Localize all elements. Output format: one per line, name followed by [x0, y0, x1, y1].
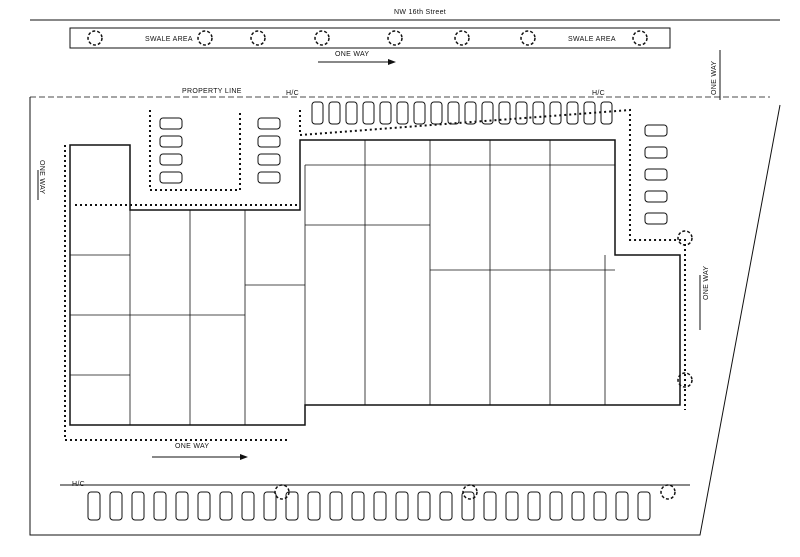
parking-car [464, 101, 477, 125]
parking-car [532, 101, 545, 125]
parking-car [395, 491, 409, 521]
parking-car [153, 491, 167, 521]
parking-car [413, 101, 426, 125]
one-way-left-label: ONE WAY [38, 160, 45, 194]
top-parking-row [159, 101, 668, 225]
parking-car [159, 153, 183, 166]
parking-car [109, 491, 123, 521]
parking-car [637, 491, 651, 521]
parking-car [159, 135, 183, 148]
parking-car [396, 101, 409, 125]
one-way-right-label: ONE WAY [703, 266, 710, 300]
parking-car [285, 491, 299, 521]
left-landscape-border [64, 145, 290, 441]
tree-symbols [87, 30, 693, 500]
parking-car [644, 190, 668, 203]
parking-car [417, 491, 431, 521]
parking-car [593, 491, 607, 521]
bottom-parking-row [87, 491, 651, 521]
parking-car [159, 171, 183, 184]
parking-car [263, 491, 277, 521]
parking-car [197, 491, 211, 521]
parking-car [644, 124, 668, 137]
swale-area-label-left: SWALE AREA [145, 36, 193, 43]
parking-car [600, 101, 613, 125]
tree-symbol [197, 30, 213, 46]
hc-label-top-right: H/C [592, 90, 605, 97]
parking-car [87, 491, 101, 521]
parking-car [373, 491, 387, 521]
parking-car [549, 491, 563, 521]
parking-car [159, 117, 183, 130]
tree-symbol [454, 30, 470, 46]
parking-car [379, 101, 392, 125]
one-way-bottom-label: ONE WAY [175, 443, 209, 450]
parking-car [430, 101, 443, 125]
tree-symbol [462, 484, 478, 500]
parking-car [498, 101, 511, 125]
hc-label-top-left: H/C [286, 90, 299, 97]
parking-car [644, 168, 668, 181]
tree-symbol [677, 372, 693, 388]
parking-car [447, 101, 460, 125]
parking-car [257, 153, 281, 166]
swale-area-strip [69, 27, 671, 49]
parking-car [311, 101, 324, 125]
one-way-top-arrowhead [388, 59, 396, 65]
parking-car [527, 491, 541, 521]
parking-car [257, 171, 281, 184]
parking-car [483, 491, 497, 521]
one-way-far-right-label: ONE WAY [711, 61, 718, 95]
top-left-parking-island [149, 110, 241, 191]
parking-car [131, 491, 145, 521]
hc-label-bottom: H/C [72, 481, 85, 488]
parking-car [219, 491, 233, 521]
parking-car [644, 146, 668, 159]
street-label: NW 16th Street [394, 9, 446, 16]
tree-symbol [677, 230, 693, 246]
parking-car [257, 135, 281, 148]
tree-symbol [520, 30, 536, 46]
site-boundary [29, 97, 781, 536]
parking-car [328, 101, 341, 125]
parking-car [307, 491, 321, 521]
parking-car [439, 491, 453, 521]
parking-car [566, 101, 579, 125]
tree-symbol [314, 30, 330, 46]
tree-symbol [387, 30, 403, 46]
parking-car [644, 212, 668, 225]
tree-symbol [250, 30, 266, 46]
tree-symbol [87, 30, 103, 46]
parking-car [583, 101, 596, 125]
one-way-bottom-arrowhead [240, 454, 248, 460]
tree-symbol [660, 484, 676, 500]
parking-car [351, 491, 365, 521]
property-line-label: PROPERTY LINE [182, 88, 242, 95]
parking-car [175, 491, 189, 521]
parking-car [481, 101, 494, 125]
parking-car [571, 491, 585, 521]
parking-car [549, 101, 562, 125]
right-landscape-border [299, 108, 686, 410]
tree-symbol [274, 484, 290, 500]
parking-car [615, 491, 629, 521]
parking-car [461, 491, 475, 521]
parking-car [329, 491, 343, 521]
building-bay-lines [70, 140, 615, 425]
parking-car [362, 101, 375, 125]
tree-symbol [632, 30, 648, 46]
parking-car [257, 117, 281, 130]
swale-area-label-right: SWALE AREA [568, 36, 616, 43]
parking-car [345, 101, 358, 125]
parking-car [241, 491, 255, 521]
parking-car [505, 491, 519, 521]
parking-car [515, 101, 528, 125]
one-way-top-label: ONE WAY [335, 51, 369, 58]
